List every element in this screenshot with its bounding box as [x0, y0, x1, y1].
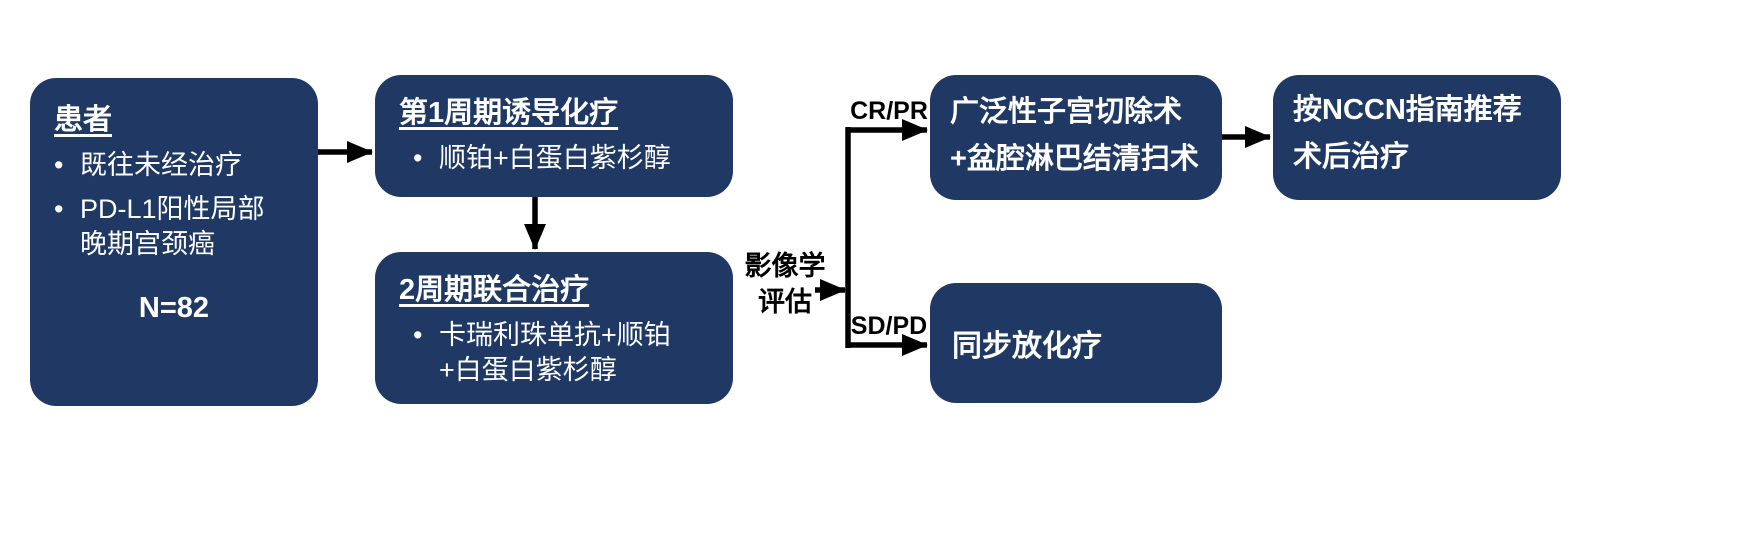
bullet-icon: •	[54, 194, 64, 225]
imaging-assessment-line1: 影像学	[744, 251, 826, 281]
induction-bullet-1-label: 顺铂+白蛋白紫杉醇	[439, 143, 671, 173]
patients-bullet-2: • PD-L1阳性局部晚期宫颈癌	[54, 192, 294, 262]
chemoradiotherapy-box: 同步放化疗	[930, 283, 1222, 403]
imaging-assessment-line2: 评估	[758, 286, 812, 317]
imaging-assessment-label: 影像学 评估	[740, 249, 830, 321]
patients-title: 患者	[54, 104, 113, 136]
surgery-box: 广泛性子宫切除术+盆腔淋巴结清扫术	[930, 75, 1222, 200]
bullet-icon: •	[413, 143, 423, 173]
nccn-text: 按NCCN指南推荐术后治疗	[1293, 94, 1522, 173]
combination-bullet-1-label: 卡瑞利珠单抗+顺铂+白蛋白紫杉醇	[439, 320, 671, 386]
combination-title: 2周期联合治疗	[399, 274, 590, 306]
induction-title: 第1周期诱导化疗	[399, 97, 619, 129]
induction-bullet-1: • 顺铂+白蛋白紫杉醇	[399, 141, 709, 176]
patients-count: N=82	[138, 292, 210, 325]
induction-box: 第1周期诱导化疗 • 顺铂+白蛋白紫杉醇	[375, 75, 733, 197]
sd-pd-label: SD/PD	[850, 312, 928, 340]
patients-box: 患者 • 既往未经治疗 • PD-L1阳性局部晚期宫颈癌 N=82	[30, 78, 318, 406]
combination-box: 2周期联合治疗 • 卡瑞利珠单抗+顺铂+白蛋白紫杉醇	[375, 252, 733, 404]
surgery-text: 广泛性子宫切除术+盆腔淋巴结清扫术	[950, 96, 1199, 175]
patients-bullet-2-label: PD-L1阳性局部晚期宫颈癌	[80, 194, 265, 260]
combination-bullet-1: • 卡瑞利珠单抗+顺铂+白蛋白紫杉醇	[399, 318, 709, 388]
cr-pr-label: CR/PR	[850, 97, 928, 125]
bullet-icon: •	[413, 320, 423, 350]
nccn-box: 按NCCN指南推荐术后治疗	[1273, 75, 1561, 200]
patients-bullet-1: • 既往未经治疗	[54, 148, 294, 183]
bullet-icon: •	[54, 150, 64, 180]
chemoradiotherapy-text: 同步放化疗	[952, 330, 1102, 363]
patients-bullet-1-label: 既往未经治疗	[80, 150, 242, 180]
